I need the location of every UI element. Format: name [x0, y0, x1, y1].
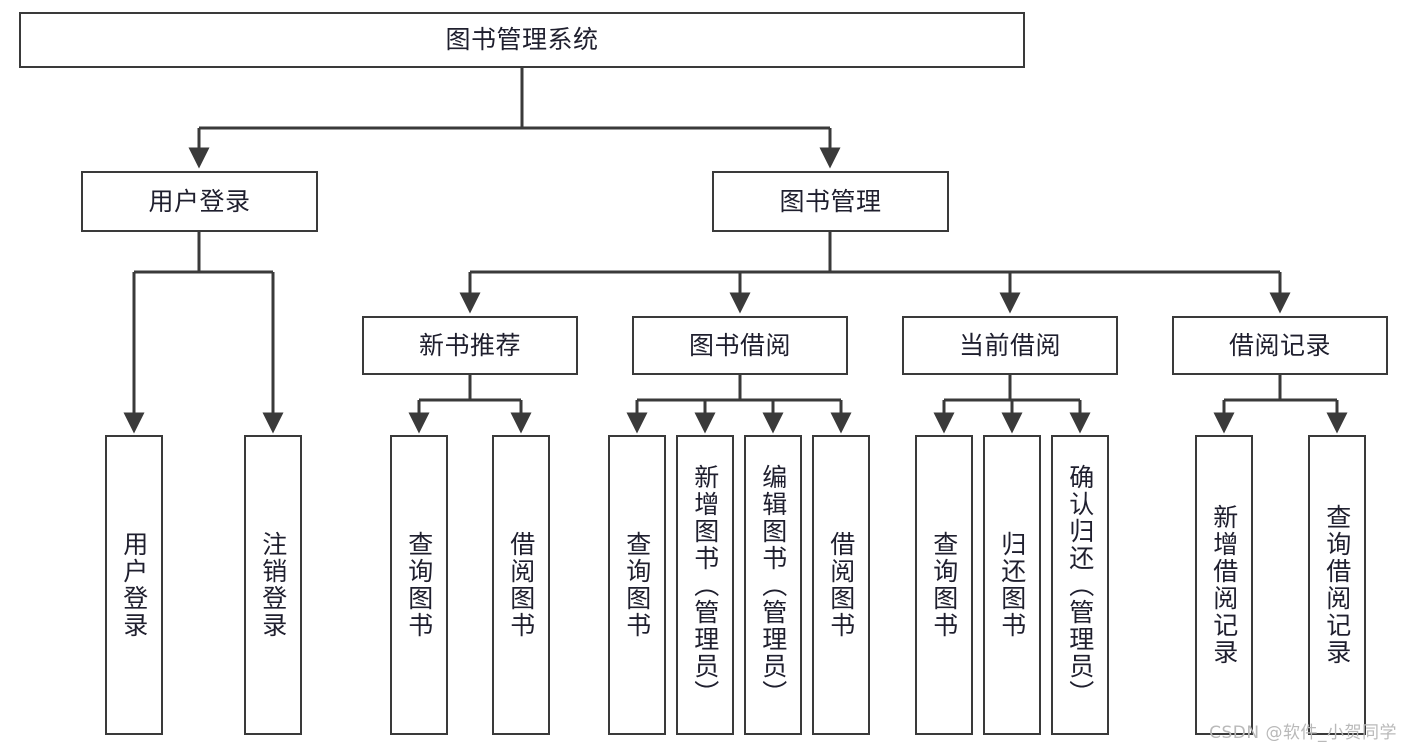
- node-borrow-record[interactable]: 借阅记录: [1172, 316, 1388, 375]
- node-label: 新增图书（管理员）: [690, 463, 720, 707]
- node-label: 新书推荐: [418, 330, 521, 360]
- leaf-borrow-query-book[interactable]: 查询图书: [608, 435, 666, 735]
- node-label: 用户登录: [148, 186, 251, 216]
- leaf-recommend-borrow-book[interactable]: 借阅图书: [492, 435, 550, 735]
- node-label: 新增借阅记录: [1209, 504, 1239, 666]
- watermark-text: CSDN @软件_小贺同学: [1209, 723, 1397, 743]
- node-current-borrow[interactable]: 当前借阅: [902, 316, 1118, 375]
- node-label: 查询图书: [404, 531, 434, 639]
- node-label: 归还图书: [997, 531, 1027, 639]
- leaf-record-add-record[interactable]: 新增借阅记录: [1195, 435, 1253, 735]
- node-label: 确认归还（管理员）: [1065, 463, 1095, 707]
- leaf-current-return-book[interactable]: 归还图书: [983, 435, 1041, 735]
- leaf-borrow-borrow-book[interactable]: 借阅图书: [812, 435, 870, 735]
- node-root-system[interactable]: 图书管理系统: [19, 12, 1025, 68]
- node-label: 查询借阅记录: [1322, 504, 1352, 666]
- node-label: 用户登录: [119, 531, 149, 639]
- node-new-book-recommend[interactable]: 新书推荐: [362, 316, 578, 375]
- leaf-current-confirm-return-admin[interactable]: 确认归还（管理员）: [1051, 435, 1109, 735]
- leaf-current-query-book[interactable]: 查询图书: [915, 435, 973, 735]
- leaf-borrow-add-book-admin[interactable]: 新增图书（管理员）: [676, 435, 734, 735]
- node-user-login[interactable]: 用户登录: [81, 171, 318, 232]
- node-label: 借阅图书: [506, 531, 536, 639]
- leaf-user-login-logout[interactable]: 注销登录: [244, 435, 302, 735]
- node-label: 注销登录: [258, 531, 288, 639]
- node-label: 编辑图书（管理员）: [758, 463, 788, 707]
- leaf-borrow-edit-book-admin[interactable]: 编辑图书（管理员）: [744, 435, 802, 735]
- node-book-borrow[interactable]: 图书借阅: [632, 316, 848, 375]
- leaf-record-query-record[interactable]: 查询借阅记录: [1308, 435, 1366, 735]
- node-label: 查询图书: [622, 531, 652, 639]
- node-label: 查询图书: [929, 531, 959, 639]
- node-label: 图书借阅: [688, 330, 791, 360]
- node-label: 图书管理: [779, 186, 882, 216]
- node-label: 当前借阅: [958, 330, 1061, 360]
- node-label: 图书管理系统: [445, 25, 599, 55]
- leaf-user-login-login[interactable]: 用户登录: [105, 435, 163, 735]
- leaf-recommend-query-book[interactable]: 查询图书: [390, 435, 448, 735]
- node-label: 借阅图书: [826, 531, 856, 639]
- node-label: 借阅记录: [1228, 330, 1331, 360]
- node-book-management[interactable]: 图书管理: [712, 171, 949, 232]
